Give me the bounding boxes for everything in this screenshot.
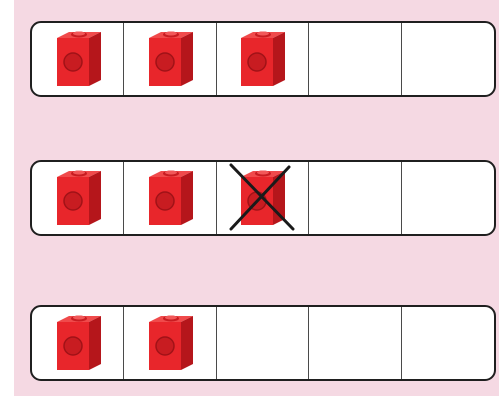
linking-cube-icon	[49, 167, 107, 229]
linking-cube-icon	[49, 28, 107, 90]
linking-cube-icon	[233, 28, 291, 90]
frame-2-cell-1	[32, 162, 124, 234]
frame-2-cell-3	[217, 162, 309, 234]
frame-1-cell-2	[124, 23, 216, 95]
frame-3-cell-2	[124, 307, 216, 379]
frame-1-cell-5	[402, 23, 494, 95]
frame-2-cell-4	[309, 162, 401, 234]
frame-1-cell-4	[309, 23, 401, 95]
frame-3-cell-4	[309, 307, 401, 379]
frame-3-cell-1	[32, 307, 124, 379]
cross-out-icon	[225, 161, 299, 235]
frame-2-cell-5	[402, 162, 494, 234]
five-frame-2	[30, 160, 496, 236]
frame-2-cell-2	[124, 162, 216, 234]
frame-3-cell-3	[217, 307, 309, 379]
linking-cube-icon	[49, 312, 107, 374]
frame-1-cell-3	[217, 23, 309, 95]
five-frame-1	[30, 21, 496, 97]
frame-3-cell-5	[402, 307, 494, 379]
crossed-out-cube	[233, 167, 291, 229]
five-frame-3	[30, 305, 496, 381]
linking-cube-icon	[141, 312, 199, 374]
linking-cube-icon	[141, 28, 199, 90]
linking-cube-icon	[141, 167, 199, 229]
frame-1-cell-1	[32, 23, 124, 95]
